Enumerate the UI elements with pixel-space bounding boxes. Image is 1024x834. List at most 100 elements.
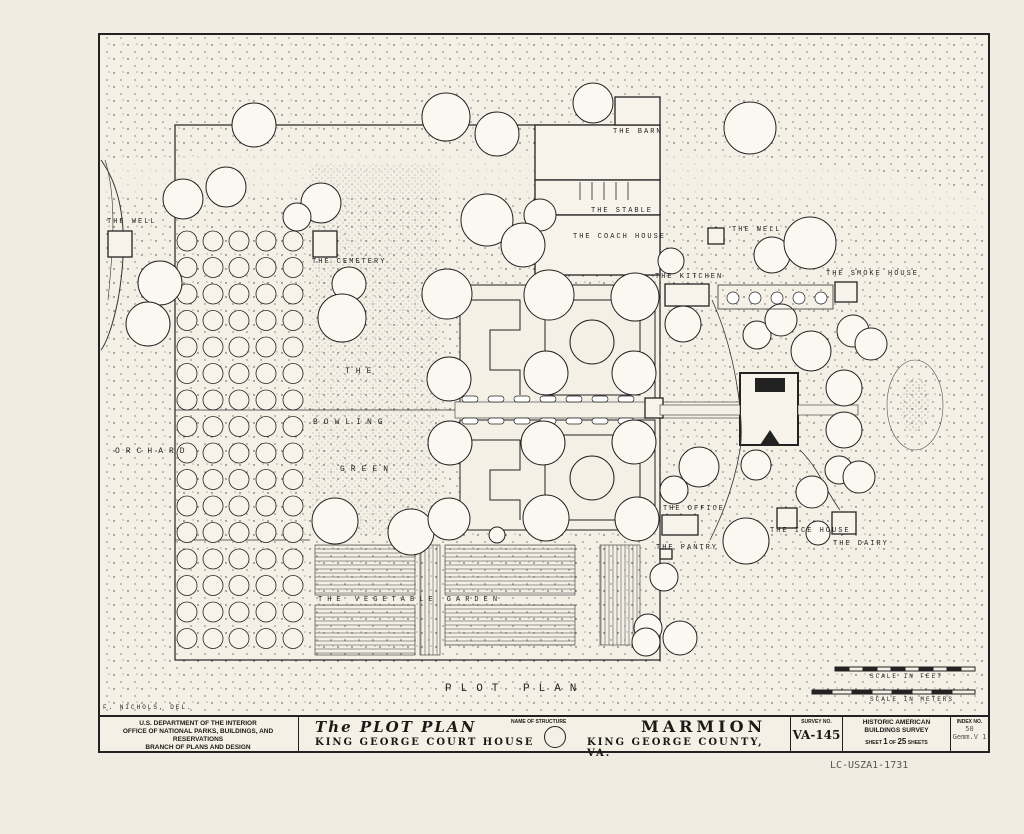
orchard-tree (255, 575, 277, 596)
index-value: 50 Gemm.V 1 (952, 725, 987, 741)
orchard-tree (202, 575, 224, 596)
orchard-tree (255, 601, 277, 623)
orchard-tree (228, 522, 250, 543)
vegetable-garden-bed-6 (599, 544, 641, 646)
orchard-tree (255, 469, 277, 490)
oval-pond (886, 359, 944, 451)
orchard-tree (202, 230, 224, 252)
orchard-tree (176, 522, 198, 543)
orchard-tree (176, 389, 198, 411)
walkway-shrubs (461, 395, 635, 425)
orchard-tree (228, 310, 250, 331)
orchard-tree (282, 416, 304, 437)
orchard-tree (282, 601, 304, 623)
margin-note: LC-USZA1-1731 (830, 760, 909, 771)
label-green: GREEN (340, 465, 395, 474)
label-dairy: THE DAIRY (833, 540, 889, 548)
label-office: THE OFFICE (663, 505, 726, 513)
orchard-tree (176, 257, 198, 278)
orchard-tree (176, 416, 198, 437)
survey-no-label: SURVEY NO. (801, 719, 832, 725)
orchard-tree (176, 336, 198, 358)
label-cemetery: THE CEMETERY (312, 258, 387, 266)
vegetable-garden-bed-5 (444, 604, 576, 646)
orchard-trees (176, 230, 304, 649)
orchard-tree (255, 389, 277, 411)
label-pantry: THE PANTRY (656, 544, 719, 552)
orchard-tree (282, 548, 304, 570)
orchard-tree (228, 257, 250, 278)
county: KING GEORGE COUNTY, VA. (587, 737, 764, 759)
enclosure-fence (174, 124, 661, 661)
sheet-count: SHEET 1 OF 25 SHEETS (843, 737, 950, 746)
label-vegetable-garden: THE VEGETABLE GARDEN (318, 596, 503, 604)
label-stable: THE STABLE (591, 207, 654, 215)
orchard-tree (202, 522, 224, 543)
cemetery-plot (312, 230, 338, 258)
orchard-tree (202, 628, 224, 649)
orchard-tree (228, 628, 250, 649)
structure-cell: The PLOT PLAN NAME OF STRUCTURE MARMION … (298, 717, 790, 759)
orchard-tree (202, 283, 224, 305)
orchard-tree (228, 575, 250, 596)
orchard-tree (202, 548, 224, 570)
the-kitchen (664, 283, 710, 307)
buildings (107, 96, 858, 560)
label-barn: THE BARN (613, 128, 663, 136)
label-scale-meters: SCALE IN METERS (870, 696, 955, 703)
orchard-tree (255, 363, 277, 384)
seal-icon (544, 726, 566, 748)
label-scale-feet: SCALE IN FEET (870, 673, 943, 680)
orchard-tree (255, 283, 277, 305)
orchard-tree (282, 389, 304, 411)
orchard-tree (228, 230, 250, 252)
orchard-tree (176, 495, 198, 517)
vegetable-garden-bed-1 (314, 544, 416, 596)
orchard-tree (255, 522, 277, 543)
agency-line-3: BRANCH OF PLANS AND DESIGN (145, 744, 251, 751)
orchard-tree (176, 601, 198, 623)
orchard-tree (255, 495, 277, 517)
sheet-word: SHEET (865, 740, 882, 746)
label-kitchen: THE KITCHEN (655, 273, 724, 281)
orchard-tree (228, 548, 250, 570)
orchard-tree (228, 416, 250, 437)
orchard-tree (228, 495, 250, 517)
title-block: U.S. DEPARTMENT OF THE INTERIOR OFFICE O… (98, 715, 990, 759)
orchard-tree (255, 310, 277, 331)
sheets-word: SHEETS (907, 740, 928, 746)
orchard-tree (228, 601, 250, 623)
orchard-tree (202, 336, 224, 358)
orchard-tree (255, 336, 277, 358)
the-ice-house (776, 507, 798, 529)
label-coach-house: THE COACH HOUSE (573, 233, 667, 241)
orchard-tree (176, 548, 198, 570)
scale-bars (811, 666, 976, 695)
label-bowling: BOWLING (313, 418, 389, 427)
orchard-tree (176, 230, 198, 252)
habs-line-2: BUILDINGS SURVEY (864, 727, 929, 734)
label-the: THE (345, 367, 378, 376)
orchard-tree (202, 469, 224, 490)
orchard-tree (176, 575, 198, 596)
orchard-tree (282, 363, 304, 384)
vegetable-garden-bed-4 (444, 544, 576, 596)
orchard-tree (282, 628, 304, 649)
the-stable (534, 179, 661, 216)
orchard-tree (282, 522, 304, 543)
orchard-tree (176, 310, 198, 331)
bowling-green (310, 165, 440, 535)
orchard-tree (255, 416, 277, 437)
orchard-tree (282, 257, 304, 278)
orchard-tree (228, 363, 250, 384)
well-right (707, 227, 725, 245)
agency-cell: U.S. DEPARTMENT OF THE INTERIOR OFFICE O… (98, 717, 298, 753)
habs-line-1: HISTORIC AMERICAN (862, 719, 931, 726)
orchard-tree (228, 442, 250, 464)
orchard-tree (202, 257, 224, 278)
the-smoke-house (834, 281, 858, 303)
survey-no: VA-145 (792, 728, 841, 742)
orchard-tree (176, 628, 198, 649)
sheet-total: 25 (897, 737, 907, 746)
